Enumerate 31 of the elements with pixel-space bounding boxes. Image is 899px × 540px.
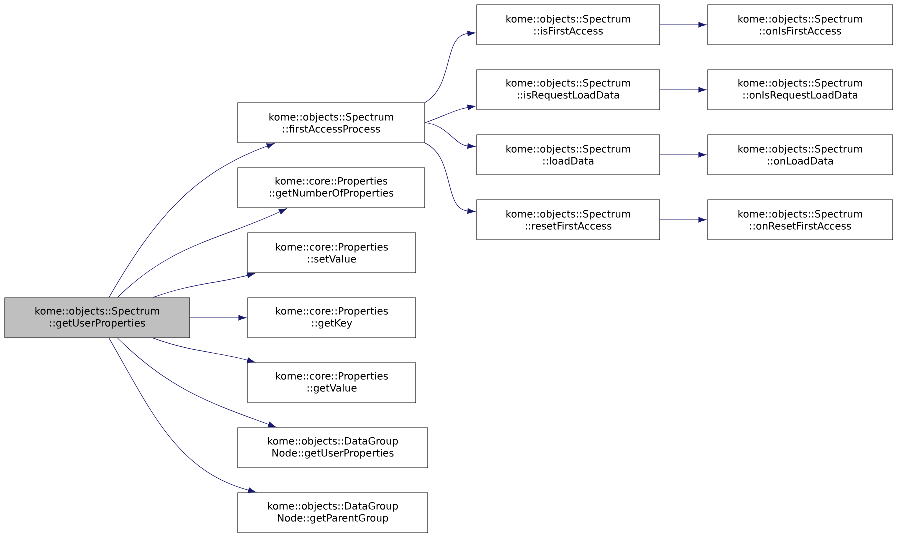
arrow	[190, 315, 247, 321]
function-box: kome::objects::Spectrum ::onLoadData	[708, 134, 894, 176]
arrow	[108, 338, 256, 494]
arrow	[660, 217, 707, 223]
arrow	[152, 338, 256, 364]
function-box: kome::core::Properties ::getNumberOfProperties	[238, 168, 426, 208]
function-box: kome::objects::Spectrum ::getUserProperties	[4, 298, 190, 338]
function-box: kome::objects::Spectrum ::isFirstAccess	[476, 4, 660, 46]
arrow	[118, 208, 288, 298]
function-box: kome::objects::Spectrum ::onResetFirstAccess	[708, 200, 894, 240]
arrow	[108, 143, 275, 298]
arrow	[118, 338, 276, 428]
function-box: kome::core::Properties ::getKey	[248, 298, 416, 338]
function-box: kome::objects::Spectrum ::loadData	[476, 134, 660, 176]
function-box: kome::objects::Spectrum ::resetFirstAccess	[476, 200, 660, 240]
function-box: kome::objects::Spectrum ::isRequestLoadData	[476, 70, 660, 110]
function-box: kome::core::Properties ::getValue	[248, 362, 416, 404]
function-box: kome::core::Properties ::setValue	[248, 232, 416, 274]
arrow	[660, 22, 707, 28]
arrow	[660, 152, 707, 158]
arrow	[425, 104, 476, 124]
arrow	[425, 30, 476, 103]
function-box: kome::objects::Spectrum ::firstAccessProcess	[238, 102, 426, 144]
function-box: kome::objects::DataGroup Node::getUserProperties	[238, 428, 428, 468]
arrow	[425, 122, 476, 149]
arrow	[660, 87, 707, 93]
function-box: kome::objects::DataGroup Node::getParentGroup	[238, 492, 428, 534]
function-box: kome::objects::Spectrum ::onIsRequestLoadData	[708, 70, 894, 110]
arrow	[425, 143, 476, 214]
function-box: kome::objects::Spectrum ::onIsFirstAccess	[708, 4, 894, 46]
arrow	[152, 272, 256, 298]
